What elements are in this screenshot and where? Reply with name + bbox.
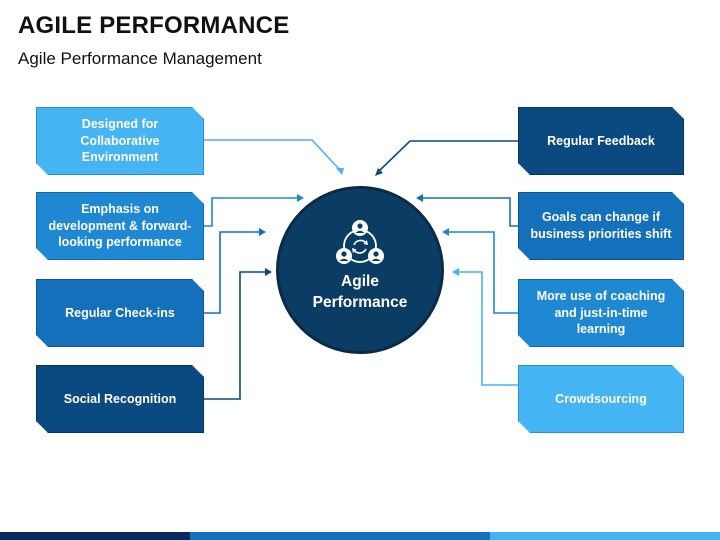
bottom-bar-segment-1: [0, 532, 190, 540]
center-label: Agile Performance: [276, 272, 444, 314]
right-box-goals-change: Goals can change if business priorities …: [518, 192, 684, 260]
page-subtitle: Agile Performance Management: [18, 49, 262, 68]
center-label-line-2: Performance: [312, 293, 408, 311]
left-box-1-line-2: Collaborative: [80, 133, 160, 148]
connector-right-4: [456, 271, 518, 386]
arrowhead-left-1: [336, 168, 344, 175]
connector-left-3: [204, 231, 262, 314]
left-box-development: Emphasis on development & forward- looki…: [36, 192, 204, 260]
left-box-3-line-1: Regular Check-ins: [65, 305, 175, 320]
center-circle: [276, 186, 444, 354]
arrowhead-right-3: [442, 228, 449, 236]
bottom-bar-segment-3: [490, 532, 720, 540]
left-box-check-ins: Regular Check-ins: [36, 279, 204, 347]
right-box-1-line-1: Regular Feedback: [547, 133, 655, 148]
left-box-collaborative: Designed for Collaborative Environment: [36, 107, 204, 175]
connector-right-1: [377, 140, 518, 173]
left-box-2-line-2: development & forward-: [48, 218, 192, 233]
left-box-1-line-3: Environment: [81, 150, 159, 165]
team-cycle-icon: [336, 220, 384, 264]
connector-left-4: [204, 271, 268, 400]
connector-right-2: [420, 197, 518, 227]
center-label-line-1: Agile: [341, 273, 379, 290]
connector-right-3: [446, 231, 518, 314]
right-box-2-line-1: Goals can change if: [541, 210, 661, 225]
right-box-4-line-1: Crowdsourcing: [555, 391, 647, 406]
right-box-2-line-2: business priorities shift: [530, 227, 672, 241]
right-box-3-line-1: More use of coaching: [536, 288, 666, 303]
left-box-4-line-1: Social Recognition: [63, 391, 177, 406]
bottom-bar-segment-2: [190, 532, 490, 540]
right-box-regular-feedback: Regular Feedback: [518, 107, 684, 175]
arrowhead-right-2: [416, 194, 423, 202]
right-box-crowdsourcing: Crowdsourcing: [518, 365, 684, 433]
arrowhead-left-2: [297, 194, 304, 202]
right-box-3-line-2: and just-in-time learning: [554, 305, 648, 337]
arrowhead-left-3: [259, 228, 266, 236]
arrowhead-left-4: [265, 268, 272, 276]
right-box-coaching: More use of coaching and just-in-time le…: [518, 279, 684, 347]
bottom-color-bar: [0, 532, 720, 540]
left-box-2-line-3: looking performance: [58, 235, 182, 250]
arrowhead-right-4: [452, 268, 459, 276]
connector-left-2: [204, 197, 300, 227]
left-box-social-recognition: Social Recognition: [36, 365, 204, 433]
left-box-1-line-1: Designed for: [81, 116, 159, 131]
left-box-2-line-1: Emphasis on: [81, 201, 159, 216]
page-title: AGILE PERFORMANCE: [18, 12, 290, 39]
arrowhead-right-1: [375, 168, 383, 176]
connector-left-1: [204, 139, 341, 171]
